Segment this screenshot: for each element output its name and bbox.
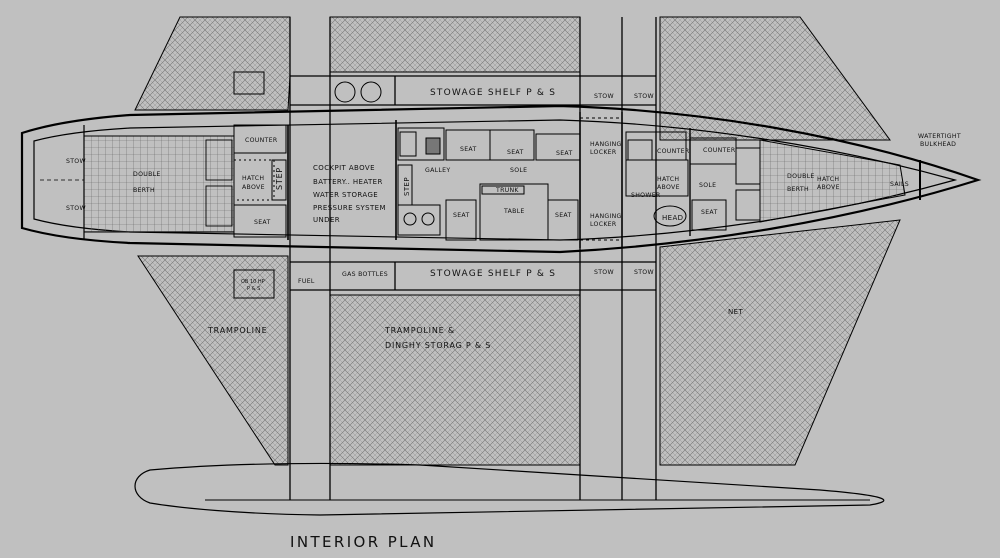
- trampoline-lower-right: [659, 219, 901, 466]
- label-above-aft: ABOVE: [242, 184, 265, 191]
- label-ob-1: OB 10 HP: [241, 279, 265, 285]
- label-stowage-bottom: STOWAGE SHELF P & S: [430, 269, 556, 279]
- label-counter-fwd-1: COUNTER: [657, 148, 690, 155]
- label-stow-bot-2: STOW: [634, 269, 654, 276]
- label-hanging-top-1: HANGING: [590, 141, 622, 148]
- label-hanging-bot-1: HANGING: [590, 213, 622, 220]
- label-counter-fwd-2: COUNTER: [703, 147, 736, 154]
- label-stow-stbd: STOW: [66, 205, 86, 212]
- label-bulkhead: BULKHEAD: [920, 141, 956, 148]
- dinghy-top-area: [329, 16, 581, 73]
- label-step-galley: STEP: [403, 177, 411, 196]
- label-sole-main: SOLE: [510, 167, 527, 174]
- label-seat-2: SEAT: [507, 149, 524, 156]
- label-sole-fwd: SOLE: [699, 182, 716, 189]
- label-cockpit-1: COCKPIT ABOVE: [313, 164, 375, 172]
- forward-fittings: [625, 128, 921, 236]
- label-stow-port: STOW: [66, 158, 86, 165]
- box-top-left: [233, 71, 265, 95]
- label-seat-1: SEAT: [460, 146, 477, 153]
- label-galley: GALLEY: [425, 167, 450, 174]
- label-sails: SAILS: [890, 181, 909, 188]
- label-watertight: WATERTIGHT: [918, 133, 961, 140]
- label-hatch-mid-1: HATCH: [657, 176, 679, 183]
- trampoline-areas: [134, 16, 901, 466]
- label-fuel: FUEL: [298, 278, 315, 285]
- label-head: HEAD: [662, 214, 683, 222]
- label-cockpit-2: BATTERY.. HEATER: [313, 178, 383, 186]
- ob-motor-box: [233, 269, 275, 299]
- plan-title: INTERIOR PLAN: [290, 533, 437, 551]
- label-trampoline-center-1: TRAMPOLINE &: [384, 326, 455, 335]
- label-berth-fwd: BERTH: [787, 186, 809, 193]
- label-trunk: TRUNK: [495, 187, 519, 194]
- label-stow-bot-1: STOW: [594, 269, 614, 276]
- dinghy-bottom-area: [329, 294, 581, 466]
- label-seat-fwd: SEAT: [701, 209, 718, 216]
- label-stow-top-2: STOW: [634, 93, 654, 100]
- gas-bottle-top-1: [334, 81, 356, 103]
- label-seat-3: SEAT: [556, 150, 573, 157]
- label-trampoline-left: TRAMPOLINE: [207, 326, 267, 335]
- ama-float: [134, 462, 885, 516]
- cross-beams: [289, 17, 657, 500]
- label-hanging-top-2: LOCKER: [590, 149, 617, 156]
- label-berth-aft: BERTH: [133, 187, 155, 194]
- label-cockpit-3: WATER STORAGE: [313, 191, 378, 199]
- label-hatch-fwd-1: HATCH: [817, 176, 839, 183]
- label-ob-2: P & S: [247, 286, 260, 292]
- label-hatch-aft: HATCH: [242, 175, 264, 182]
- label-double-aft: DOUBLE: [133, 171, 161, 178]
- aft-berth: [40, 125, 235, 240]
- label-hatch-mid-2: ABOVE: [657, 184, 680, 191]
- label-seat-aft: SEAT: [254, 219, 271, 226]
- aft-cabin-fittings: [233, 124, 289, 240]
- label-table: TABLE: [503, 208, 525, 215]
- label-cockpit-5: UNDER: [313, 216, 340, 224]
- label-stowage-top: STOWAGE SHELF P & S: [430, 88, 556, 98]
- trampoline-upper-right: [659, 16, 891, 141]
- label-seat-table-right: SEAT: [555, 212, 572, 219]
- trampoline-upper-left: [134, 16, 291, 111]
- label-stow-top-1: STOW: [594, 93, 614, 100]
- label-cockpit-4: PRESSURE SYSTEM: [313, 204, 386, 212]
- label-double-fwd: DOUBLE: [787, 173, 815, 180]
- gas-bottle-top-2: [360, 81, 382, 103]
- label-seat-table-left: SEAT: [453, 212, 470, 219]
- salon-fittings: [395, 112, 623, 248]
- label-trampoline-center-2: DINGHY STORAG P & S: [385, 341, 491, 350]
- label-net: NET: [728, 308, 743, 316]
- label-hatch-fwd-2: ABOVE: [817, 184, 840, 191]
- label-hanging-bot-2: LOCKER: [590, 221, 617, 228]
- label-step-aft: STEP: [275, 167, 284, 190]
- trampoline-lower-left: [137, 255, 289, 466]
- label-shower: SHOWER: [631, 192, 661, 199]
- label-counter-aft: COUNTER: [245, 137, 278, 144]
- label-gas-bottles: GAS BOTTLES: [342, 271, 388, 278]
